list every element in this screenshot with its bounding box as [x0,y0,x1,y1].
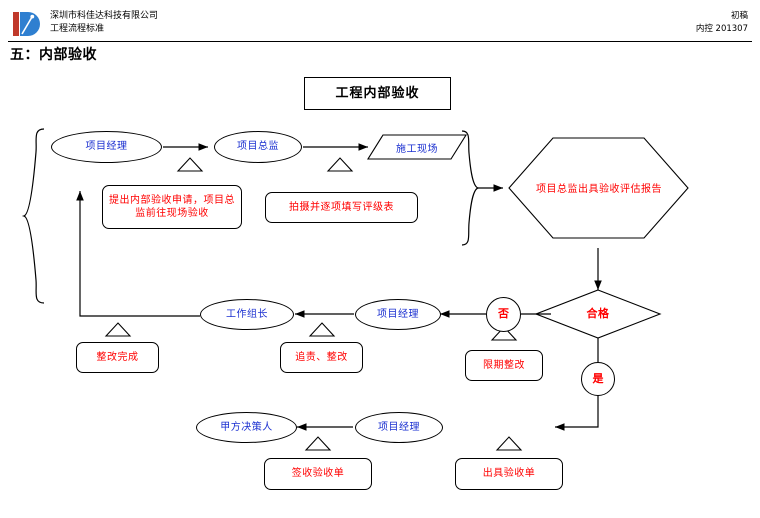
qualified-decision-shape [534,289,662,339]
node-party-a-decider[interactable]: 甲方决策人 [196,412,297,443]
doc-status: 初稿 [730,11,748,21]
node-issue-acceptance-form[interactable]: 出具验收单 [455,458,563,490]
node-deadline-rectify[interactable]: 限期整改 [465,350,543,381]
node-photo-rating[interactable]: 拍摄并逐项填写评级表 [265,192,418,223]
company-header: 深圳市科佳达科技有限公司 工程流程标准 [50,10,158,36]
node-rectify-done[interactable]: 整改完成 [76,342,159,373]
flow-title-box: 工程内部验收 [304,77,451,110]
node-apply-inspection[interactable]: 提出内部验收申请，项目总监前往现场验收 [102,185,242,229]
company-name: 深圳市科佳达科技有限公司 [50,11,159,21]
node-project-manager-1[interactable]: 项目经理 [51,131,162,163]
company-subtitle: 工程流程标准 [50,24,105,34]
page-title: 五：内部验收 [10,47,97,63]
node-sign-acceptance-form[interactable]: 签收验收单 [264,458,372,490]
node-no-circle[interactable]: 否 [486,297,521,332]
node-project-director[interactable]: 项目总监 [214,131,302,163]
document-meta: 初稿 内控 201307 [696,10,748,36]
node-director-report-label: 项目总监出具验收评估报告 [536,183,662,195]
header-divider [8,41,752,42]
node-work-group-leader[interactable]: 工作组长 [200,299,294,330]
construction-site-shape [367,134,467,160]
node-yes-circle[interactable]: 是 [581,362,615,396]
node-project-manager-2[interactable]: 项目经理 [355,299,441,330]
node-accountability-rectify[interactable]: 追责、整改 [280,342,363,373]
director-report-shape [508,137,689,239]
doc-code: 内控 201307 [695,24,748,34]
node-construction-site-label: 施工现场 [396,143,438,155]
kejiada-logo-icon [12,9,42,39]
node-project-manager-3[interactable]: 项目经理 [355,412,443,443]
node-qualified-label: 合格 [586,307,610,321]
